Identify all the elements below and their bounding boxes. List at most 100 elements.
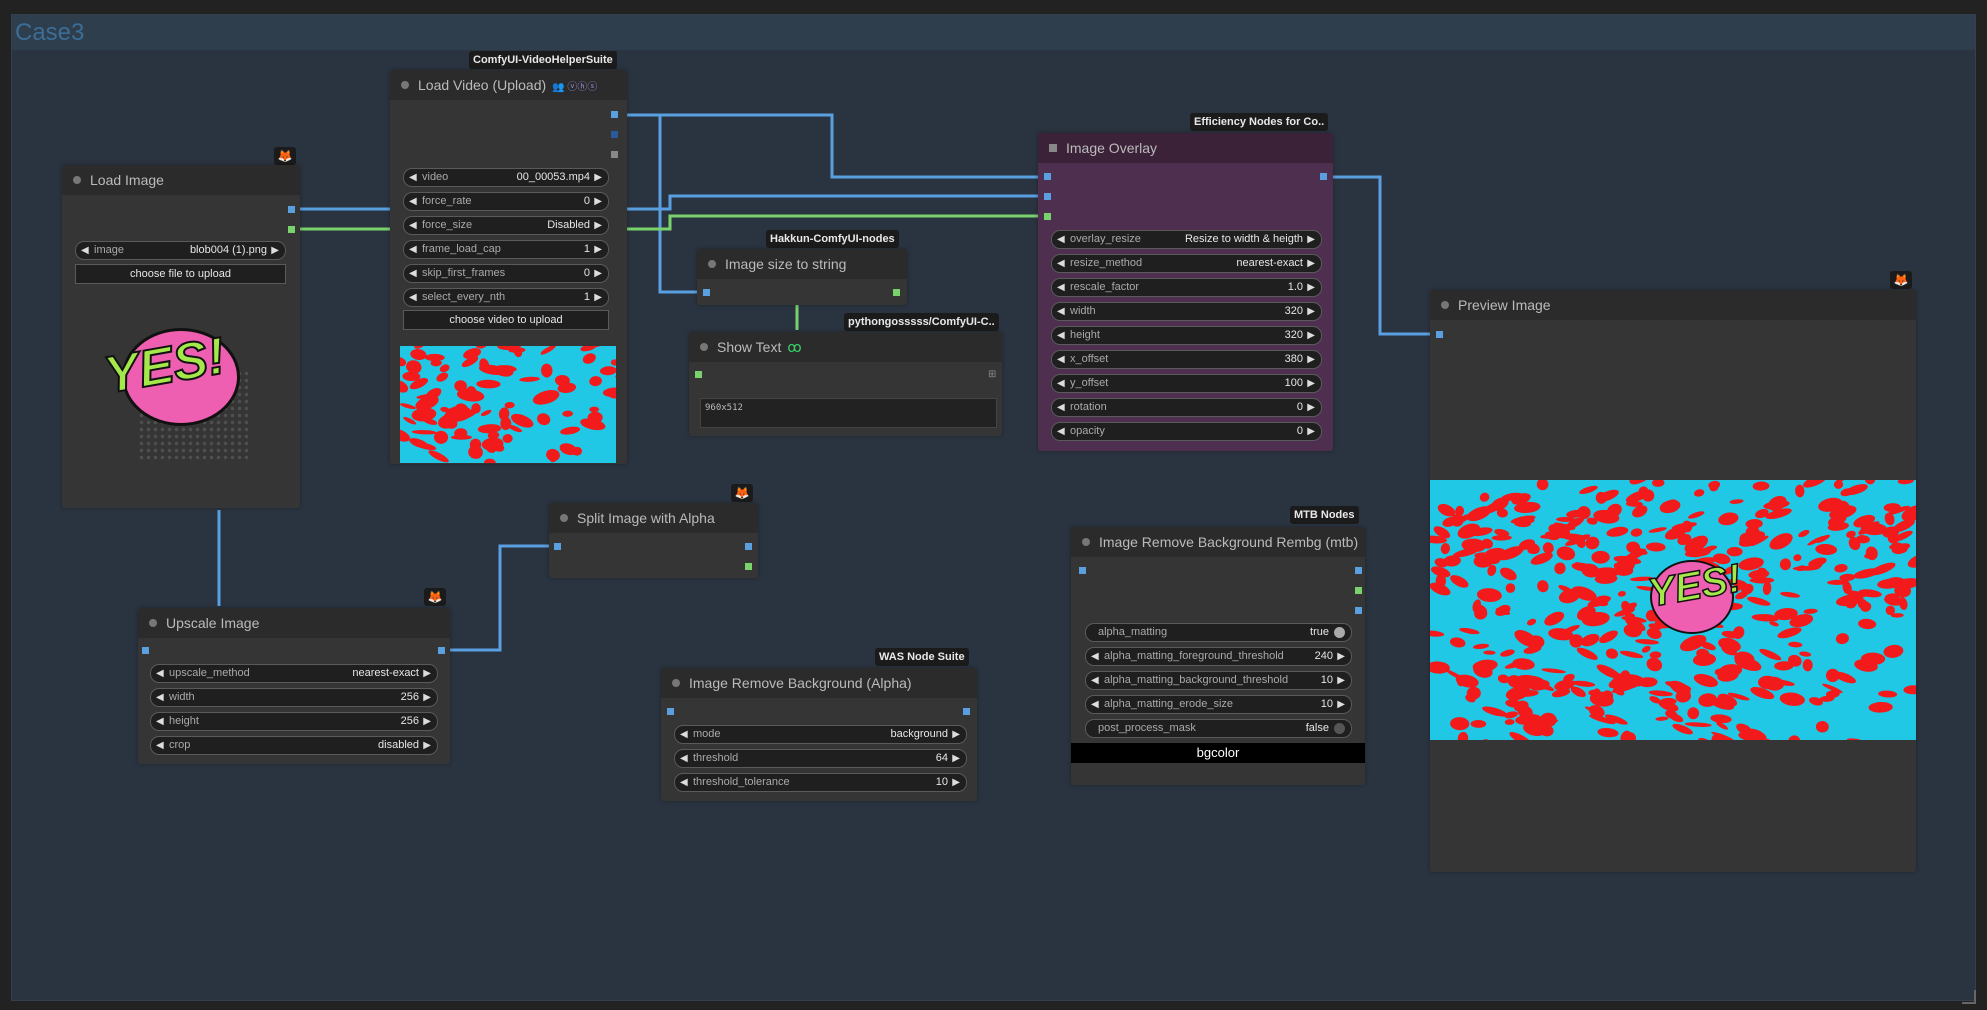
increment-arrow-icon[interactable]: ▶: [952, 750, 960, 767]
increment-arrow-icon[interactable]: ▶: [423, 737, 431, 754]
widget-force-size[interactable]: ◀force_sizeDisabled▶: [403, 216, 609, 235]
widget-opacity[interactable]: ◀opacity0▶: [1051, 422, 1322, 441]
decrement-arrow-icon[interactable]: ◀: [1057, 423, 1065, 440]
widget-width[interactable]: ◀width320▶: [1051, 302, 1322, 321]
widget-alpha-matting-background-threshold[interactable]: ◀alpha_matting_background_threshold10▶: [1085, 671, 1352, 690]
widget-threshold-tolerance[interactable]: ◀threshold_tolerance10▶: [674, 773, 967, 792]
resize-handle[interactable]: [1962, 990, 1976, 1004]
output-slot-image[interactable]: [288, 206, 295, 213]
collapse-dot-icon[interactable]: [1082, 538, 1090, 546]
decrement-arrow-icon[interactable]: ◀: [1057, 351, 1065, 368]
widget-post-process-mask[interactable]: post_process_maskfalse: [1085, 719, 1352, 738]
output-slot-image[interactable]: [1320, 173, 1327, 180]
widget-x-offset[interactable]: ◀x_offset380▶: [1051, 350, 1322, 369]
output-slot-image[interactable]: [438, 647, 445, 654]
input-slot-text[interactable]: [695, 371, 702, 378]
input-slot-image[interactable]: [1079, 567, 1086, 574]
node-remove-bg-alpha[interactable]: Image Remove Background (Alpha) ◀modebac…: [661, 668, 977, 801]
choose-video-button[interactable]: choose video to upload: [403, 310, 609, 330]
decrement-arrow-icon[interactable]: ◀: [1057, 375, 1065, 392]
widget-threshold[interactable]: ◀threshold64▶: [674, 749, 967, 768]
widget-rotation[interactable]: ◀rotation0▶: [1051, 398, 1322, 417]
bgcolor-widget[interactable]: bgcolor: [1071, 743, 1365, 763]
collapse-dot-icon[interactable]: [708, 260, 716, 268]
widget-alpha-matting-erode-size[interactable]: ◀alpha_matting_erode_size10▶: [1085, 695, 1352, 714]
decrement-arrow-icon[interactable]: ◀: [81, 242, 89, 259]
increment-arrow-icon[interactable]: ▶: [423, 713, 431, 730]
decrement-arrow-icon[interactable]: ◀: [1057, 399, 1065, 416]
text-output[interactable]: 960x512: [700, 398, 997, 428]
increment-arrow-icon[interactable]: ▶: [423, 665, 431, 682]
decrement-arrow-icon[interactable]: ◀: [1057, 279, 1065, 296]
collapse-dot-icon[interactable]: [1441, 301, 1449, 309]
node-split-image-alpha[interactable]: Split Image with Alpha: [549, 503, 758, 578]
decrement-arrow-icon[interactable]: ◀: [680, 750, 688, 767]
input-slot-image[interactable]: [703, 289, 710, 296]
choose-file-button[interactable]: choose file to upload: [75, 264, 286, 284]
output-slot-audio[interactable]: [611, 151, 618, 158]
increment-arrow-icon[interactable]: ▶: [1337, 672, 1345, 689]
increment-arrow-icon[interactable]: ▶: [1307, 279, 1315, 296]
output-slot-mask[interactable]: [288, 226, 295, 233]
decrement-arrow-icon[interactable]: ◀: [1057, 327, 1065, 344]
widget-height[interactable]: ◀height320▶: [1051, 326, 1322, 345]
widget-alpha-matting-foreground-threshold[interactable]: ◀alpha_matting_foreground_threshold240▶: [1085, 647, 1352, 666]
input-slot-base-image[interactable]: [1044, 173, 1051, 180]
decrement-arrow-icon[interactable]: ◀: [1091, 672, 1099, 689]
increment-arrow-icon[interactable]: ▶: [1307, 375, 1315, 392]
node-preview-image[interactable]: Preview Image YES!: [1430, 290, 1916, 872]
input-slot-images[interactable]: [667, 708, 674, 715]
increment-arrow-icon[interactable]: ▶: [1337, 696, 1345, 713]
decrement-arrow-icon[interactable]: ◀: [680, 726, 688, 743]
output-slot-frame-count[interactable]: [611, 131, 618, 138]
toggle-knob-icon[interactable]: [1334, 723, 1345, 734]
widget-upscale-method[interactable]: ◀upscale_methodnearest-exact▶: [150, 664, 438, 683]
increment-arrow-icon[interactable]: ▶: [1307, 327, 1315, 344]
decrement-arrow-icon[interactable]: ◀: [1057, 255, 1065, 272]
node-title[interactable]: Image size to string: [697, 249, 907, 279]
node-image-overlay[interactable]: Image Overlay ◀overlay_resizeResize to w…: [1038, 133, 1333, 451]
collapse-dot-icon[interactable]: [401, 81, 409, 89]
input-slot-optional-mask[interactable]: [1044, 213, 1051, 220]
decrement-arrow-icon[interactable]: ◀: [1091, 696, 1099, 713]
collapse-dot-icon[interactable]: [73, 176, 81, 184]
decrement-arrow-icon[interactable]: ◀: [409, 289, 417, 306]
node-remove-bg-rembg[interactable]: Image Remove Background Rembg (mtb) alph…: [1071, 527, 1365, 785]
increment-arrow-icon[interactable]: ▶: [952, 774, 960, 791]
decrement-arrow-icon[interactable]: ◀: [1091, 648, 1099, 665]
increment-arrow-icon[interactable]: ▶: [271, 242, 279, 259]
decrement-arrow-icon[interactable]: ◀: [680, 774, 688, 791]
node-title[interactable]: Image Remove Background (Alpha): [661, 668, 977, 698]
decrement-arrow-icon[interactable]: ◀: [409, 193, 417, 210]
increment-arrow-icon[interactable]: ▶: [594, 217, 602, 234]
increment-arrow-icon[interactable]: ▶: [594, 169, 602, 186]
node-title[interactable]: Preview Image: [1430, 290, 1916, 320]
increment-arrow-icon[interactable]: ▶: [1337, 648, 1345, 665]
output-slot-images[interactable]: [963, 708, 970, 715]
increment-arrow-icon[interactable]: ▶: [423, 689, 431, 706]
input-slot-image[interactable]: [554, 543, 561, 550]
collapse-dot-icon[interactable]: [1049, 144, 1057, 152]
widget-resize-method[interactable]: ◀resize_methodnearest-exact▶: [1051, 254, 1322, 273]
node-title[interactable]: Load Image: [62, 165, 300, 195]
collapse-dot-icon[interactable]: [700, 343, 708, 351]
increment-arrow-icon[interactable]: ▶: [594, 193, 602, 210]
node-title[interactable]: Split Image with Alpha: [549, 503, 758, 533]
decrement-arrow-icon[interactable]: ◀: [156, 713, 164, 730]
increment-arrow-icon[interactable]: ▶: [1307, 255, 1315, 272]
decrement-arrow-icon[interactable]: ◀: [409, 241, 417, 258]
increment-arrow-icon[interactable]: ▶: [952, 726, 960, 743]
node-title[interactable]: Show Textꝏ: [689, 332, 1002, 362]
node-load-video[interactable]: Load Video (Upload)👥 ⓥⓗⓢ ◀video00_00053.…: [390, 70, 627, 464]
widget-height[interactable]: ◀height256▶: [150, 712, 438, 731]
input-slot-images[interactable]: [1436, 331, 1443, 338]
output-slot-mask[interactable]: [745, 563, 752, 570]
output-slot-image[interactable]: [611, 111, 618, 118]
node-show-text[interactable]: Show Textꝏ ⊞ 960x512: [689, 332, 1002, 436]
widget-width[interactable]: ◀width256▶: [150, 688, 438, 707]
output-slot-string[interactable]: [893, 289, 900, 296]
increment-arrow-icon[interactable]: ▶: [1307, 303, 1315, 320]
collapse-dot-icon[interactable]: [672, 679, 680, 687]
toggle-knob-icon[interactable]: [1334, 627, 1345, 638]
output-slot-image-2[interactable]: [1355, 607, 1362, 614]
